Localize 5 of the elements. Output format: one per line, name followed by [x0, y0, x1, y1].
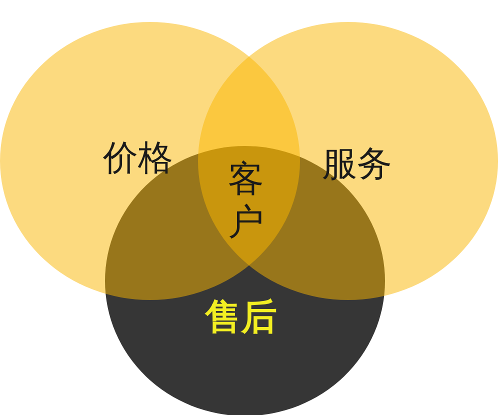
overlap-label: 客户 — [227, 158, 265, 244]
circle-label: 价格 — [103, 142, 173, 176]
circle-label: 服务 — [322, 148, 392, 182]
venn-circle — [198, 22, 498, 300]
circle-label: 售后 — [205, 300, 277, 336]
